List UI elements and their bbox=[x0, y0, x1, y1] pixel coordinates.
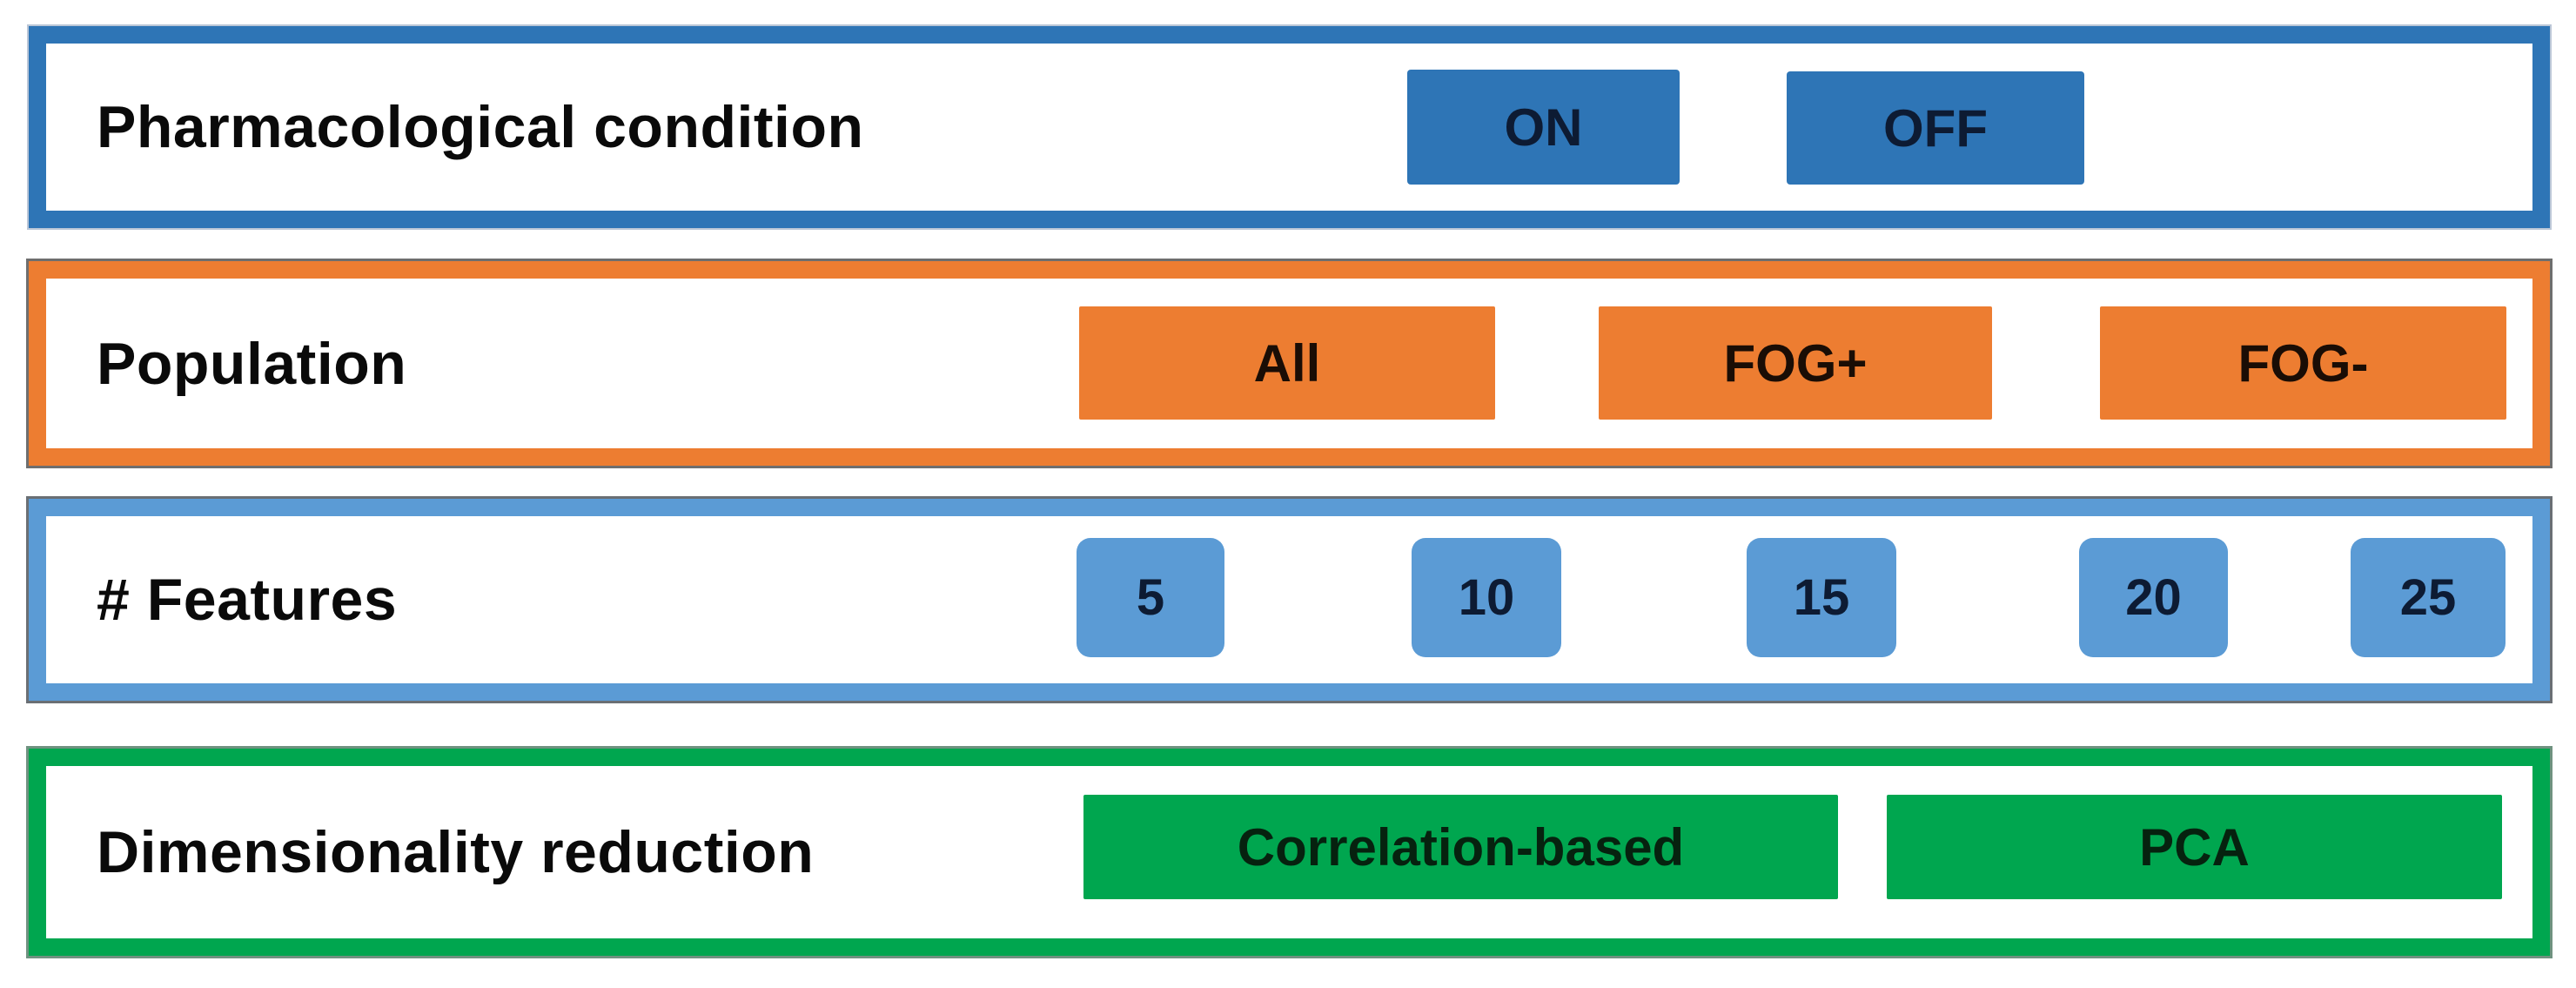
dimensionality-reduction-label: Dimensionality reduction bbox=[97, 819, 815, 885]
option-pca: PCA bbox=[1887, 795, 2502, 899]
option-20: 20 bbox=[2079, 538, 2228, 657]
option-fog-minus: FOG- bbox=[2100, 306, 2506, 420]
option-off: OFF bbox=[1787, 71, 2084, 185]
option-on: ON bbox=[1407, 70, 1680, 185]
population-label: Population bbox=[97, 330, 407, 397]
row-pharmacological-condition: Pharmacological condition ON OFF bbox=[27, 24, 2552, 230]
pharmacological-condition-label: Pharmacological condition bbox=[97, 94, 864, 160]
option-correlation-based: Correlation-based bbox=[1083, 795, 1838, 899]
option-25: 25 bbox=[2351, 538, 2506, 657]
option-5: 5 bbox=[1077, 538, 1224, 657]
features-label: # Features bbox=[97, 567, 398, 633]
row-features: # Features 5 10 15 20 25 bbox=[26, 496, 2553, 703]
option-all: All bbox=[1079, 306, 1495, 420]
row-dimensionality-reduction: Dimensionality reduction Correlation-bas… bbox=[26, 746, 2553, 958]
row-population: Population All FOG+ FOG- bbox=[26, 259, 2553, 468]
option-fog-plus: FOG+ bbox=[1599, 306, 1992, 420]
option-15: 15 bbox=[1747, 538, 1896, 657]
option-10: 10 bbox=[1412, 538, 1561, 657]
